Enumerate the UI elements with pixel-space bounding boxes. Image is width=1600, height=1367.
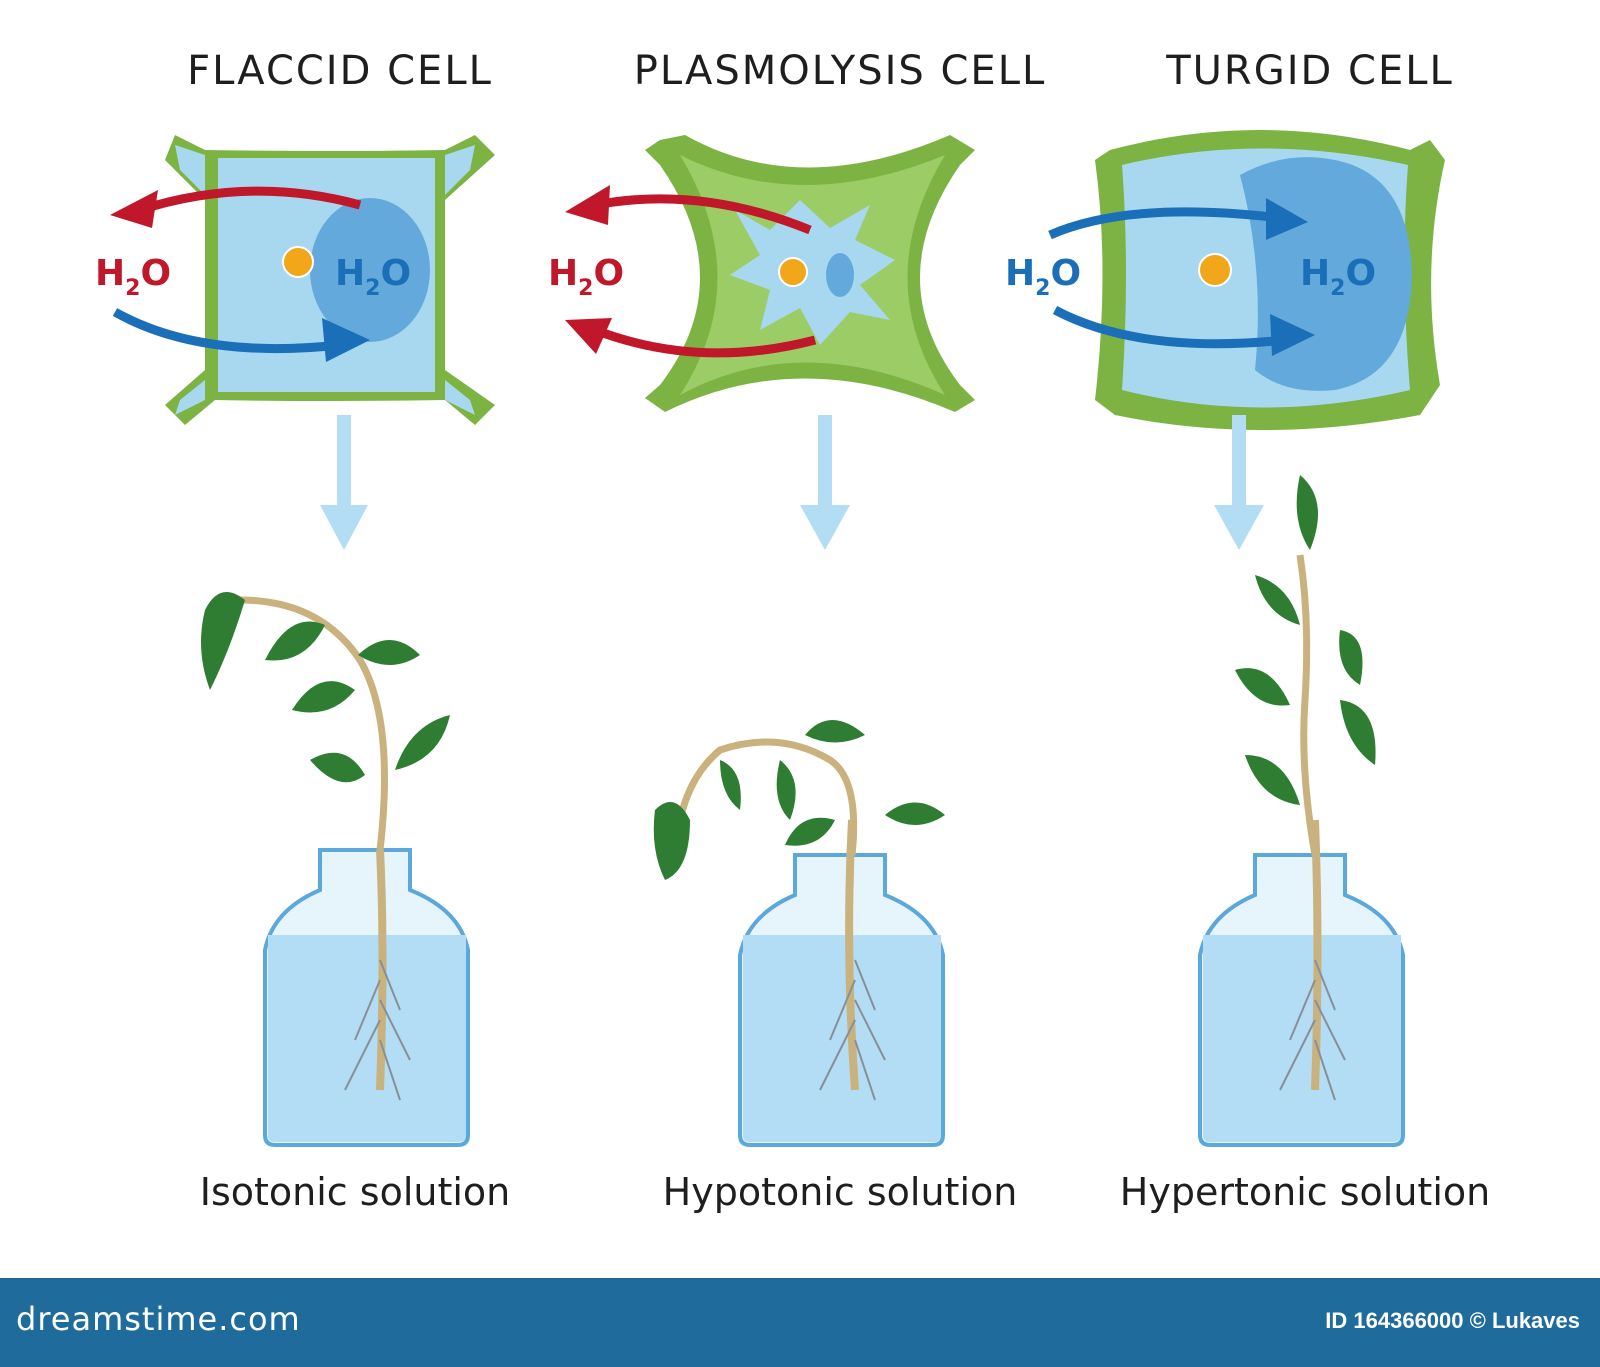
title-flaccid-cell: FLACCID CELL (187, 48, 493, 94)
vacuole (826, 253, 854, 297)
leaf (1339, 630, 1363, 685)
watermark-footer: dreamstime.com ID 164366000 © Lukaves (0, 1278, 1600, 1367)
down-arrow-3 (1232, 415, 1246, 510)
leaf (720, 760, 741, 810)
jar-hypertonic (1198, 819, 1405, 1147)
water-out-arrow-bottom (593, 325, 817, 358)
leaf (292, 681, 355, 713)
water-in-arrow-top (1048, 207, 1281, 240)
water-in-arrow (112, 308, 341, 354)
leaf (1340, 700, 1376, 765)
leaf (776, 760, 796, 820)
h2o-label-out: H2O (95, 253, 171, 301)
vacuole (310, 198, 430, 342)
nucleus (282, 246, 314, 278)
leaf (805, 720, 865, 743)
caption-isotonic: Isotonic solution (199, 1170, 511, 1214)
leaf (310, 752, 365, 783)
flaccid-cell (110, 135, 495, 425)
water (1203, 935, 1401, 1142)
h2o-label-out: H2O (548, 253, 624, 301)
h2o-label-in-right: H2O (1300, 253, 1376, 301)
image-id-label: ID 164366000 © Lukaves (1325, 1308, 1580, 1333)
plant-hypertonic (1235, 475, 1376, 856)
water (268, 935, 466, 1142)
leaf (1296, 475, 1318, 550)
plant-hypotonic (653, 720, 945, 880)
jar-isotonic (263, 848, 470, 1147)
leaf (1245, 755, 1300, 805)
down-arrows (320, 415, 1264, 550)
water-in-arrow-bottom (1052, 306, 1286, 349)
leaf (1235, 668, 1290, 706)
leaf (358, 640, 420, 665)
jar-hypotonic (738, 819, 945, 1147)
leaf (785, 817, 835, 846)
plasmolysis-cell (565, 135, 975, 412)
h2o-label-in: H2O (1005, 253, 1081, 301)
turgid-cell (1048, 130, 1445, 430)
cytoplasm (730, 200, 895, 345)
title-turgid-cell: TURGID CELL (1166, 48, 1454, 94)
down-arrow-2 (818, 415, 832, 510)
title-plasmolysis-cell: PLASMOLYSIS CELL (633, 48, 1047, 94)
down-arrow-1 (337, 415, 351, 510)
water-out-arrow (138, 186, 362, 215)
water-out-arrow-top (594, 194, 812, 235)
leaf (265, 621, 325, 661)
leaf (395, 715, 450, 770)
caption-hypertonic: Hypertonic solution (1119, 1170, 1491, 1214)
caption-hypotonic: Hypotonic solution (662, 1170, 1018, 1214)
leaf (885, 802, 945, 825)
h2o-label-in: H2O (335, 253, 411, 301)
water (743, 935, 941, 1142)
nucleus (778, 257, 808, 287)
plant-isotonic (201, 592, 450, 851)
leaf (1255, 575, 1300, 625)
leaf (653, 802, 690, 880)
nucleus (1198, 253, 1232, 287)
leaf (201, 592, 245, 690)
brand-label: dreamstime.com (16, 1300, 301, 1338)
